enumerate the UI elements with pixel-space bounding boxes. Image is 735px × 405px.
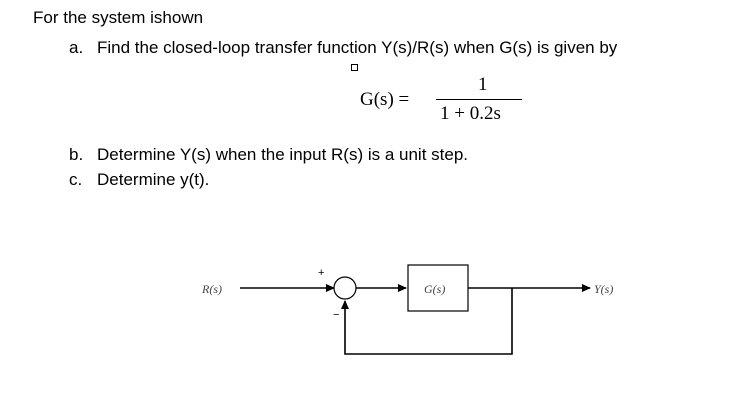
item-a-text: Find the closed-loop transfer function Y… xyxy=(97,38,618,57)
intro-text: For the system ishown xyxy=(33,8,204,27)
plus-sign: + xyxy=(318,267,324,279)
item-b-marker: b. xyxy=(69,145,84,164)
item-c-marker: c. xyxy=(69,170,83,189)
item-a-marker: a. xyxy=(69,38,84,57)
item-c-text: Determine y(t). xyxy=(97,170,210,189)
fraction-bar xyxy=(436,99,522,100)
equation-numerator: 1 xyxy=(478,74,488,95)
g-block xyxy=(407,264,469,312)
feedback-path xyxy=(341,288,513,355)
equation-denominator: 1 + 0.2s xyxy=(440,103,501,124)
summing-junction xyxy=(333,276,357,300)
output-label: Y(s) xyxy=(594,282,613,296)
minus-sign: − xyxy=(333,309,339,321)
item-b-text: Determine Y(s) when the input R(s) is a … xyxy=(97,145,469,164)
equation-lhs: G(s) = xyxy=(360,89,410,110)
placeholder-box-icon xyxy=(351,64,358,71)
g-block-label: G(s) xyxy=(424,282,445,296)
input-label: R(s) xyxy=(201,282,222,296)
